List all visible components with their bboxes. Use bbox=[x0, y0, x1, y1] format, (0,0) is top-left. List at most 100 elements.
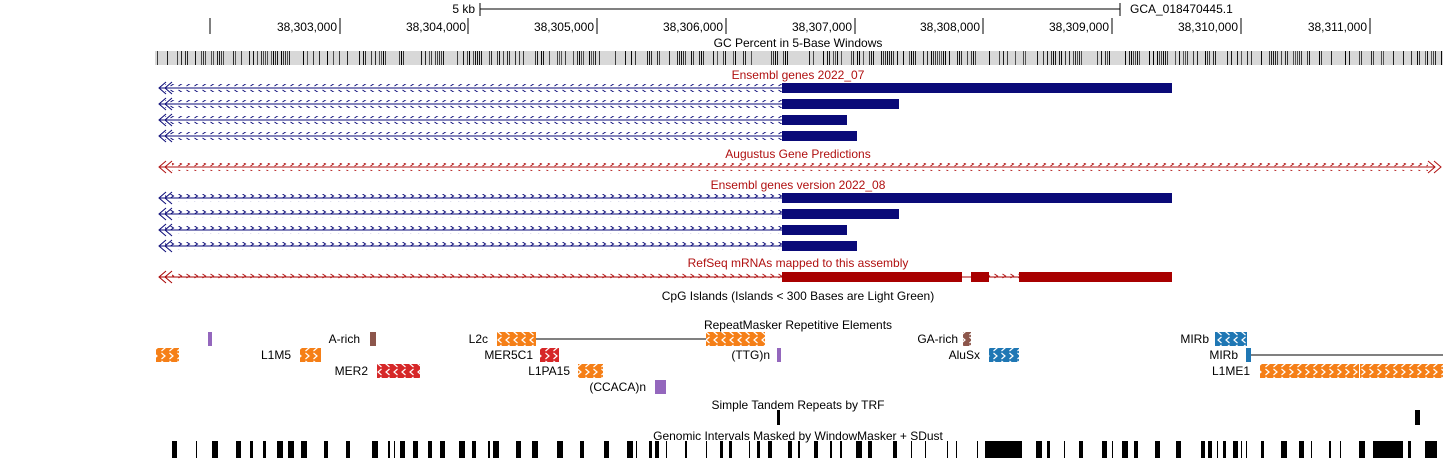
transcript-exon bbox=[782, 225, 847, 235]
gc-bar bbox=[1077, 51, 1078, 65]
masked-interval bbox=[655, 441, 659, 458]
gc-bar bbox=[535, 51, 536, 65]
gc-bar bbox=[883, 51, 884, 65]
gc-bar bbox=[1037, 51, 1038, 65]
repeat-label: AluSx bbox=[948, 348, 980, 362]
gc-bar bbox=[1277, 51, 1278, 65]
track-title-augustus[interactable]: Augustus Gene Predictions bbox=[725, 147, 871, 161]
gc-bar bbox=[1425, 51, 1426, 65]
gc-bar bbox=[327, 51, 328, 65]
masked-interval bbox=[977, 441, 978, 458]
masked-interval bbox=[956, 441, 957, 458]
gc-bar bbox=[515, 51, 516, 65]
gc-bar bbox=[431, 51, 432, 65]
repeat-label: MER2 bbox=[334, 364, 368, 378]
trf-repeats[interactable] bbox=[777, 410, 1420, 425]
track-title-trf[interactable]: Simple Tandem Repeats by TRF bbox=[711, 398, 885, 412]
masked-interval bbox=[459, 441, 465, 458]
gc-bar bbox=[307, 51, 308, 65]
transcript-exon bbox=[782, 131, 857, 141]
gc-bar bbox=[503, 51, 504, 65]
gc-bar bbox=[851, 51, 852, 65]
gc-bar bbox=[1065, 51, 1066, 65]
gc-bar bbox=[1007, 51, 1008, 65]
gc-bar bbox=[677, 51, 678, 65]
windowmasker-intervals[interactable] bbox=[172, 441, 1437, 458]
gc-bar bbox=[233, 51, 234, 65]
gc-bar bbox=[943, 51, 944, 65]
track-title-ensembl-2022-08[interactable]: Ensembl genes version 2022_08 bbox=[710, 178, 886, 192]
gc-bar bbox=[829, 51, 830, 65]
gc-bar bbox=[615, 51, 616, 65]
gc-bar bbox=[333, 51, 334, 65]
gc-bar bbox=[1025, 51, 1026, 65]
gc-bar bbox=[1273, 51, 1274, 65]
track-title-cpg-islands[interactable]: CpG Islands (Islands < 300 Bases are Lig… bbox=[661, 289, 935, 303]
gc-bar bbox=[945, 51, 946, 65]
refseq-mrna[interactable] bbox=[158, 270, 1172, 284]
masked-interval bbox=[720, 441, 723, 458]
gc-bar bbox=[1393, 51, 1394, 65]
gc-bar bbox=[265, 51, 266, 65]
gc-bar bbox=[813, 51, 814, 65]
gc-bar bbox=[1269, 51, 1270, 65]
gc-bar bbox=[481, 51, 482, 65]
gc-bar bbox=[1055, 51, 1056, 65]
track-title-windowmasker[interactable]: Genomic Intervals Masked by WindowMasker… bbox=[653, 429, 943, 443]
gc-bar bbox=[935, 51, 936, 65]
gc-bar bbox=[1227, 51, 1228, 65]
ensembl-2022-08-transcripts[interactable] bbox=[158, 191, 1172, 253]
gc-bar bbox=[859, 51, 860, 65]
masked-interval bbox=[1311, 441, 1312, 458]
repeatmasker-elements[interactable] bbox=[156, 332, 1443, 394]
transcript-exon bbox=[782, 115, 847, 125]
gc-bar bbox=[685, 51, 686, 65]
ensembl-2022-07-transcripts[interactable] bbox=[158, 81, 1172, 143]
gc-bar bbox=[319, 51, 320, 65]
gc-bar bbox=[931, 51, 932, 65]
repeat-mirb-2 bbox=[1246, 348, 1251, 362]
masked-interval bbox=[301, 441, 307, 458]
augustus-prediction[interactable] bbox=[158, 160, 1442, 174]
gc-bar bbox=[441, 51, 442, 65]
gc-bar bbox=[381, 51, 382, 65]
masked-interval bbox=[532, 441, 538, 458]
masked-interval bbox=[1246, 441, 1247, 458]
gc-bar bbox=[1193, 51, 1194, 65]
gc-bar bbox=[219, 51, 220, 65]
track-title-ensembl-2022-07[interactable]: Ensembl genes 2022_07 bbox=[731, 68, 865, 82]
transcript-exon bbox=[782, 241, 857, 251]
track-title-gc-percent[interactable]: GC Percent in 5-Base Windows bbox=[713, 36, 883, 50]
gc-bar bbox=[271, 51, 272, 65]
gc-bar bbox=[833, 51, 834, 65]
gc-bar bbox=[827, 51, 828, 65]
gc-bar bbox=[181, 51, 182, 65]
track-title-repeatmasker[interactable]: RepeatMasker Repetitive Elements bbox=[703, 318, 893, 332]
gc-bar bbox=[425, 51, 426, 65]
gc-bar bbox=[999, 51, 1000, 65]
gc-bar bbox=[347, 51, 348, 65]
gc-bar bbox=[541, 51, 542, 65]
gc-bar bbox=[489, 51, 490, 65]
gc-bar bbox=[625, 51, 626, 65]
gc-bar bbox=[743, 51, 744, 65]
gc-bar bbox=[927, 51, 928, 65]
repeat-ttg bbox=[777, 348, 781, 362]
gc-bar bbox=[775, 51, 776, 65]
gc-bar bbox=[565, 51, 566, 65]
gc-bar bbox=[1293, 51, 1294, 65]
gc-bar bbox=[717, 51, 718, 65]
gc-bar bbox=[223, 51, 224, 65]
gc-bar bbox=[777, 51, 778, 65]
gc-bar bbox=[837, 51, 838, 65]
track-title-refseq[interactable]: RefSeq mRNAs mapped to this assembly bbox=[687, 256, 909, 270]
gc-bar bbox=[1373, 51, 1374, 65]
gc-bar bbox=[1167, 51, 1168, 65]
gc-bar bbox=[253, 51, 254, 65]
gc-bar bbox=[1101, 51, 1102, 65]
gc-bar bbox=[1129, 51, 1130, 65]
masked-interval bbox=[1079, 441, 1083, 458]
masked-interval bbox=[277, 441, 283, 458]
repeat-ccaca bbox=[655, 380, 666, 394]
